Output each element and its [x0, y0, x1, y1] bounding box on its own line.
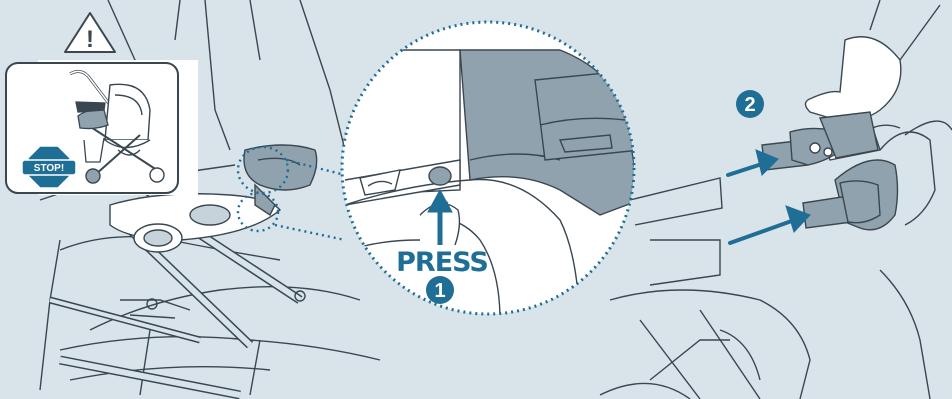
arrow-lower [730, 218, 800, 243]
stop-label: STOP! [34, 163, 64, 174]
buckle-clip-lower [803, 181, 880, 228]
bumper-bar-clip [244, 145, 317, 215]
warning-triangle-icon: ! [65, 13, 115, 53]
step-2-badge: 2 [736, 90, 764, 118]
warning-inset: ! STOP! [6, 13, 198, 195]
warning-exclamation: ! [86, 26, 94, 53]
zoom-detail [330, 22, 640, 340]
buckle-clip-upper [762, 112, 878, 170]
step-1-badge: 1 [426, 276, 454, 304]
step-2-number: 2 [744, 94, 755, 116]
press-label: PRESS [396, 247, 488, 278]
step-1-number: 1 [434, 280, 445, 302]
